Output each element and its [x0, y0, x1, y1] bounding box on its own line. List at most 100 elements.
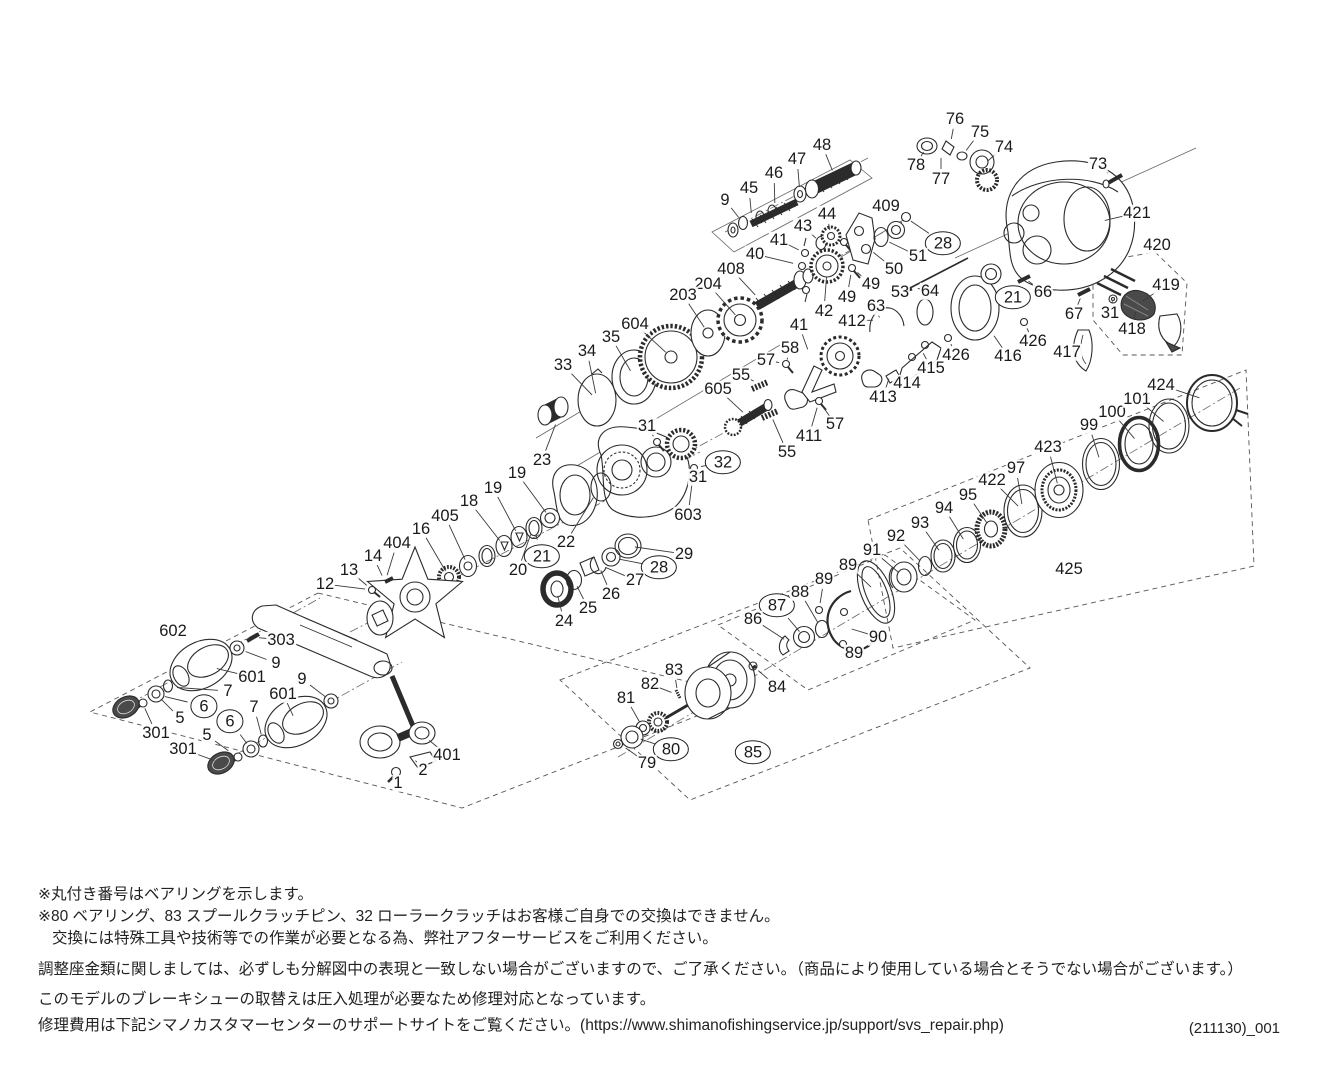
part-label-94: 94: [933, 498, 955, 517]
part-label-21: 21: [994, 285, 1032, 309]
note-line-3: 交換には特殊工具や技術等での作業が必要となる為、弊社アフターサービスをご利用くだ…: [52, 930, 718, 947]
part-label-83: 83: [663, 660, 685, 679]
part-label-6: 6: [216, 709, 244, 733]
part-label-85: 85: [734, 740, 772, 764]
part-label-420: 420: [1142, 235, 1172, 254]
part-label-303: 303: [266, 630, 296, 649]
part-label-203: 203: [668, 285, 698, 304]
part-label-33: 33: [552, 355, 574, 374]
part-label-422: 422: [977, 470, 1007, 489]
handle-group-box: [88, 592, 750, 809]
part-label-86: 86: [742, 609, 764, 628]
part-label-23: 23: [531, 450, 553, 469]
part-label-20: 20: [507, 560, 529, 579]
part-label-18: 18: [458, 491, 480, 510]
part-label-84: 84: [766, 677, 788, 696]
part-label-79: 79: [636, 753, 658, 772]
part-label-22: 22: [555, 532, 577, 551]
part-label-16: 16: [410, 519, 432, 538]
part-label-76: 76: [944, 109, 966, 128]
part-label-92: 92: [885, 526, 907, 545]
part-label-19: 19: [482, 478, 504, 497]
note-line-1: ※丸付き番号はベアリングを示します。: [38, 886, 313, 903]
part-label-411: 411: [794, 426, 824, 445]
part-label-6: 6: [190, 694, 218, 718]
part-label-34: 34: [576, 341, 598, 360]
part-label-401: 401: [432, 745, 462, 764]
part-label-301: 301: [168, 739, 198, 758]
part-label-57: 57: [755, 350, 777, 369]
part-label-55: 55: [776, 442, 798, 461]
part-label-19: 19: [506, 463, 528, 482]
note-line-6: 修理費用は下記シマノカスタマーセンターのサポートサイトをご覧ください。(http…: [38, 1017, 1004, 1034]
part-label-426: 426: [941, 345, 971, 364]
part-label-28: 28: [640, 555, 678, 579]
part-label-9: 9: [719, 190, 731, 209]
part-label-26: 26: [600, 584, 622, 603]
part-label-31: 31: [636, 416, 658, 435]
part-label-31: 31: [1099, 303, 1121, 322]
part-label-415: 415: [916, 358, 946, 377]
part-label-417: 417: [1052, 342, 1082, 361]
part-label-58: 58: [779, 338, 801, 357]
part-label-31: 31: [687, 467, 709, 486]
star-drag: [366, 545, 464, 639]
part-label-100: 100: [1097, 402, 1127, 421]
part-label-28: 28: [924, 231, 962, 255]
part-label-412: 412: [837, 311, 867, 330]
part-label-78: 78: [905, 155, 927, 174]
part-label-89: 89: [813, 569, 835, 588]
part-label-88: 88: [789, 582, 811, 601]
part-label-57: 57: [824, 414, 846, 433]
part-label-604: 604: [620, 314, 650, 333]
part-label-419: 419: [1151, 275, 1181, 294]
part-label-27: 27: [624, 570, 646, 589]
part-label-95: 95: [957, 485, 979, 504]
part-label-421: 421: [1122, 203, 1152, 222]
part-label-405: 405: [430, 506, 460, 525]
part-label-87: 87: [758, 593, 796, 617]
part-label-414: 414: [892, 373, 922, 392]
part-label-42: 42: [813, 301, 835, 320]
part-label-24: 24: [553, 611, 575, 630]
part-label-21: 21: [523, 544, 561, 568]
part-label-75: 75: [969, 122, 991, 141]
part-label-5: 5: [201, 725, 213, 744]
part-label-426: 426: [1018, 331, 1048, 350]
part-label-602: 602: [158, 621, 188, 640]
part-label-424: 424: [1146, 375, 1176, 394]
part-label-82: 82: [639, 674, 661, 693]
part-label-14: 14: [362, 546, 384, 565]
part-label-301: 301: [141, 723, 171, 742]
part-label-605: 605: [703, 379, 733, 398]
part-label-44: 44: [816, 204, 838, 223]
part-label-7: 7: [222, 681, 234, 700]
part-label-32: 32: [704, 450, 742, 474]
part-label-63: 63: [865, 296, 887, 315]
part-label-41: 41: [788, 315, 810, 334]
part-label-13: 13: [338, 560, 360, 579]
part-label-43: 43: [792, 216, 814, 235]
part-label-416: 416: [993, 346, 1023, 365]
part-label-601: 601: [237, 667, 267, 686]
note-line-2: ※80 ベアリング、83 スプールクラッチピン、32 ローラークラッチはお客様ご…: [38, 908, 780, 925]
part-label-5: 5: [174, 708, 186, 727]
part-label-25: 25: [577, 598, 599, 617]
part-label-2: 2: [417, 760, 429, 779]
part-label-40: 40: [744, 244, 766, 263]
part-label-49: 49: [836, 287, 858, 306]
part-label-404: 404: [382, 533, 412, 552]
part-label-601: 601: [268, 684, 298, 703]
parts: [112, 137, 1249, 783]
part-label-41: 41: [768, 230, 790, 249]
part-label-603: 603: [673, 505, 703, 524]
part-label-29: 29: [673, 544, 695, 563]
part-label-49: 49: [860, 274, 882, 293]
part-label-73: 73: [1087, 154, 1109, 173]
part-label-47: 47: [786, 149, 808, 168]
part-label-89: 89: [843, 643, 865, 662]
